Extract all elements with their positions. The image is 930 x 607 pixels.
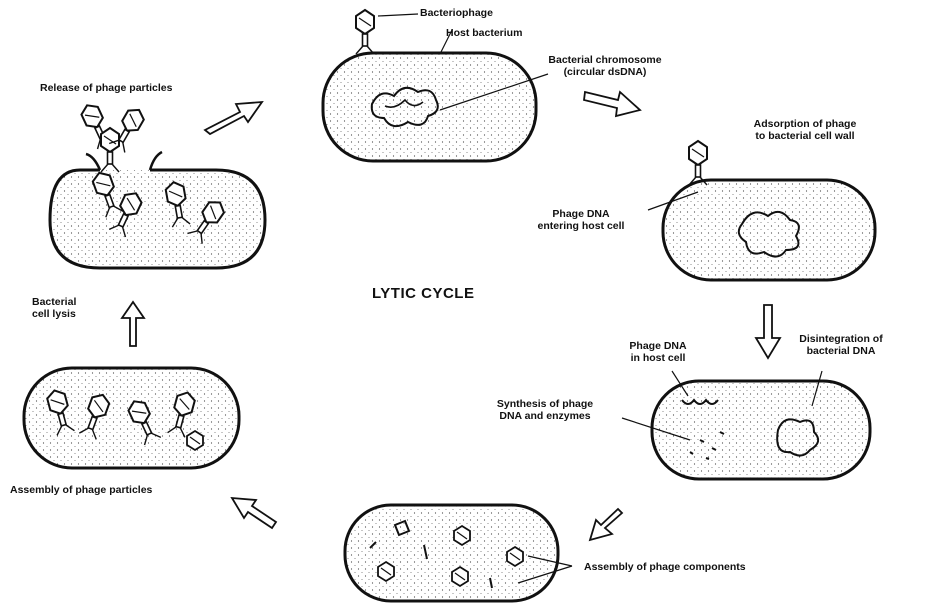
- assembly-components-label: Assembly of phage components: [584, 561, 746, 573]
- diagram-title: LYTIC CYCLE: [372, 285, 474, 302]
- cycle-arrow-icon: [122, 302, 144, 346]
- cycle-arrow-icon: [590, 509, 622, 540]
- release-label: Release of phage particles: [40, 82, 172, 94]
- assembly-particles-label: Assembly of phage particles: [10, 484, 152, 496]
- adsorption-label: Adsorption of phageto bacterial cell wal…: [730, 118, 880, 142]
- lysis-cell: [50, 152, 265, 268]
- bacteriophage-label: Bacteriophage: [420, 7, 493, 19]
- cycle-arrow-icon: [232, 498, 276, 528]
- cycle-arrow-icon: [205, 102, 262, 134]
- cell-lysis-label: Bacterialcell lysis: [32, 296, 76, 320]
- phage-dna-host-label: Phage DNAin host cell: [608, 340, 708, 364]
- cycle-arrow-icon: [584, 92, 640, 116]
- assembly-components-cell: [345, 505, 558, 601]
- assembly-particles-cell: [24, 368, 239, 468]
- phage-dna-entering-label: Phage DNAentering host cell: [516, 208, 646, 232]
- adsorbed-phage-icon: [689, 141, 707, 185]
- released-phage-icon: [101, 128, 119, 172]
- bacterial-chromosome-label: Bacterial chromosome(circular dsDNA): [540, 54, 670, 78]
- host-bacterium-cell: [323, 53, 536, 161]
- disintegration-label: Disintegration ofbacterial DNA: [776, 333, 906, 357]
- synthesis-label: Synthesis of phageDNA and enzymes: [470, 398, 620, 422]
- phage-dna-host-cell: [652, 381, 870, 479]
- host-bacterium-label: Host bacterium: [446, 27, 522, 39]
- adsorption-cell: [663, 180, 875, 280]
- bacteriophage-icon: [356, 10, 374, 54]
